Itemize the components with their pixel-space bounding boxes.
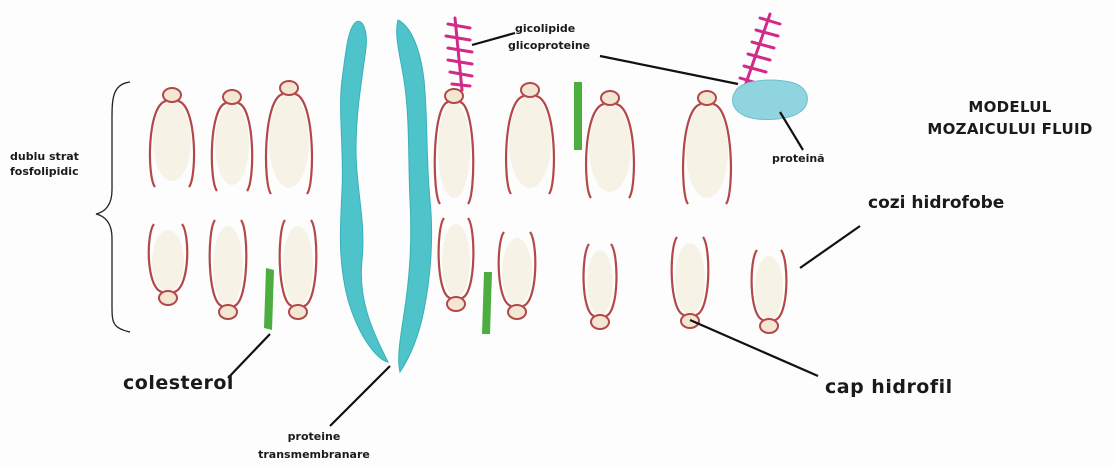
leader-cholesterol xyxy=(228,334,270,378)
phospholipid-upper-3 xyxy=(435,89,474,204)
phospholipid-tail-fill xyxy=(587,250,613,316)
phospholipid-head xyxy=(445,89,463,103)
phospholipid-head xyxy=(219,305,237,319)
phospholipid-lower-1 xyxy=(210,220,247,319)
label-cholesterol: colesterol xyxy=(123,372,234,396)
phospholipid-head xyxy=(159,291,177,305)
phospholipid-tail-fill xyxy=(502,238,532,306)
phospholipid-lower-4 xyxy=(499,232,536,319)
transmembrane-protein-right xyxy=(397,20,432,372)
title-line-2: MOZAICULUI FLUID xyxy=(915,120,1105,139)
phospholipid-upper-6 xyxy=(683,91,731,204)
phospholipid-tail-fill xyxy=(269,94,309,188)
phospholipid-head xyxy=(508,305,526,319)
phospholipid-lower-2 xyxy=(280,220,317,319)
leader-glycoproteins xyxy=(600,56,738,84)
phospholipid-upper-1 xyxy=(212,90,252,191)
phospholipid-lower-3 xyxy=(439,218,474,311)
phospholipid-tail-fill xyxy=(686,104,728,198)
phospholipid-lower-6 xyxy=(672,237,709,328)
phospholipid-tail-fill xyxy=(755,256,783,320)
phospholipid-upper-0 xyxy=(150,88,194,187)
label-tails: cozi hidrofobe xyxy=(868,193,1004,214)
phospholipid-upper-5 xyxy=(586,91,634,198)
phospholipid-head xyxy=(698,91,716,105)
phospholipid-head xyxy=(447,297,465,311)
peripheral-protein xyxy=(732,80,807,119)
phospholipid-lower-0 xyxy=(149,224,188,305)
phospholipid-tail-fill xyxy=(213,226,243,306)
phospholipid-tail-fill xyxy=(589,104,631,192)
phospholipid-tail-fill xyxy=(675,243,705,315)
leader-head xyxy=(690,320,818,376)
phospholipid-group xyxy=(149,81,787,333)
transmembrane-protein-left xyxy=(340,21,388,362)
phospholipid-head xyxy=(223,90,241,104)
phospholipid-head xyxy=(601,91,619,105)
phospholipid-lower-5 xyxy=(584,244,617,329)
cholesterol-3 xyxy=(482,272,492,334)
label-bilayer-2: fosfolipidic xyxy=(10,165,79,179)
phospholipid-lower-7 xyxy=(752,250,787,333)
phospholipid-head xyxy=(280,81,298,95)
label-transmembrane-2: transmembranare xyxy=(230,448,398,462)
phospholipid-head xyxy=(163,88,181,102)
phospholipid-head xyxy=(521,83,539,97)
label-protein: proteină xyxy=(772,152,825,166)
phospholipid-upper-4 xyxy=(506,83,554,194)
phospholipid-tail-fill xyxy=(442,224,470,298)
carbohydrate-chain-1 xyxy=(446,18,472,90)
phospholipid-upper-2 xyxy=(266,81,312,194)
label-transmembrane-1: proteine xyxy=(262,430,366,444)
cholesterol-1 xyxy=(264,268,274,330)
phospholipid-tail-fill xyxy=(152,230,184,292)
leader-transmembrane xyxy=(330,366,390,426)
label-bilayer-1: dublu strat xyxy=(10,150,79,164)
phospholipid-tail-fill xyxy=(438,102,470,198)
phospholipid-head xyxy=(591,315,609,329)
label-head: cap hidrofil xyxy=(825,376,953,400)
phospholipid-tail-fill xyxy=(153,101,191,181)
title-line-1: MODELUL xyxy=(935,98,1085,117)
phospholipid-tail-fill xyxy=(509,96,551,188)
phospholipid-tail-fill xyxy=(215,103,249,185)
phospholipid-head xyxy=(289,305,307,319)
bilayer-brace xyxy=(96,82,130,332)
phospholipid-tail-fill xyxy=(283,226,313,306)
label-glycolipids: gicolipide xyxy=(515,22,575,36)
leader-protein xyxy=(780,112,803,150)
cholesterol-2 xyxy=(574,82,582,150)
label-glycoproteins: glicoproteine xyxy=(508,39,590,53)
phospholipid-head xyxy=(760,319,778,333)
carbohydrate-chain-2 xyxy=(740,14,780,86)
leader-tails xyxy=(800,226,860,268)
